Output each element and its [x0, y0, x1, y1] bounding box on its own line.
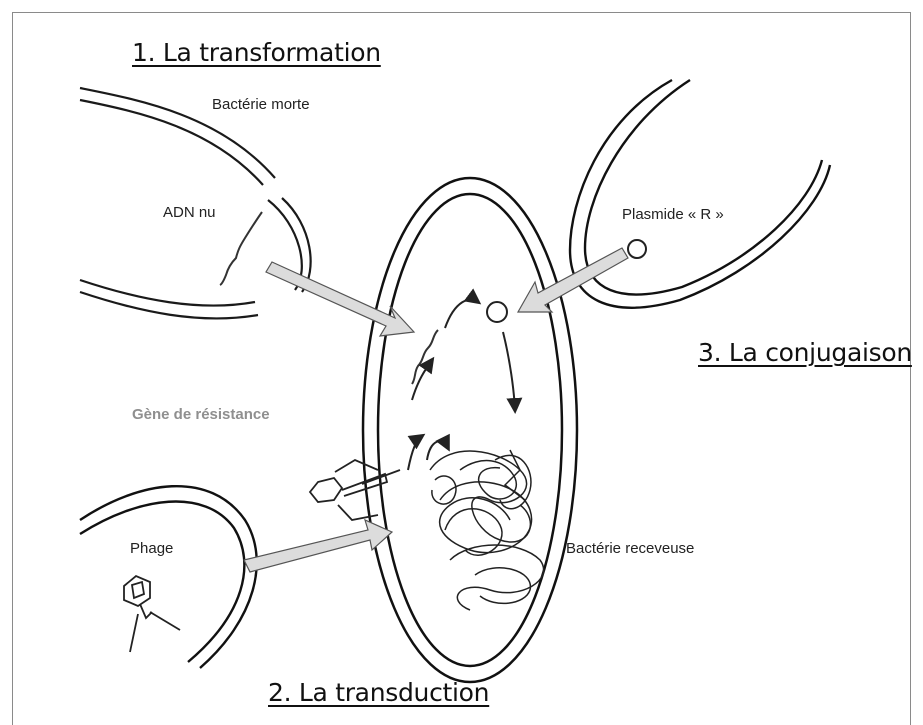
label-resistance-gene: Gène de résistance — [132, 406, 270, 423]
label-dead-bacterium: Bactérie morte — [212, 96, 310, 113]
bacterial-chromosome — [430, 450, 544, 610]
heading-transduction: 2. La transduction — [268, 678, 489, 707]
label-recipient-bacterium: Bactérie receveuse — [566, 540, 694, 557]
label-phage: Phage — [130, 540, 173, 557]
incoming-dna-fragment — [412, 330, 438, 384]
phage-host-bacterium-membrane — [80, 486, 257, 668]
label-naked-dna: ADN nu — [163, 204, 216, 221]
heading-transformation: 1. La transformation — [132, 38, 381, 67]
plasmid-in-donor — [628, 240, 646, 258]
phage-icon — [124, 576, 180, 652]
heading-conjugaison: 3. La conjugaison — [698, 338, 912, 367]
transformation-arrow — [266, 262, 414, 336]
conjugation-arrow — [518, 248, 628, 312]
label-plasmid: Plasmide « R » — [622, 206, 724, 223]
attached-phage — [310, 460, 400, 520]
transduction-arrow — [244, 520, 392, 572]
recipient-bacterium-membrane — [363, 178, 577, 682]
donor-bacterium-membrane — [570, 80, 830, 308]
naked-dna-strand — [220, 212, 262, 285]
internal-arrows — [408, 300, 515, 470]
plasmid-in-recipient — [487, 302, 507, 322]
